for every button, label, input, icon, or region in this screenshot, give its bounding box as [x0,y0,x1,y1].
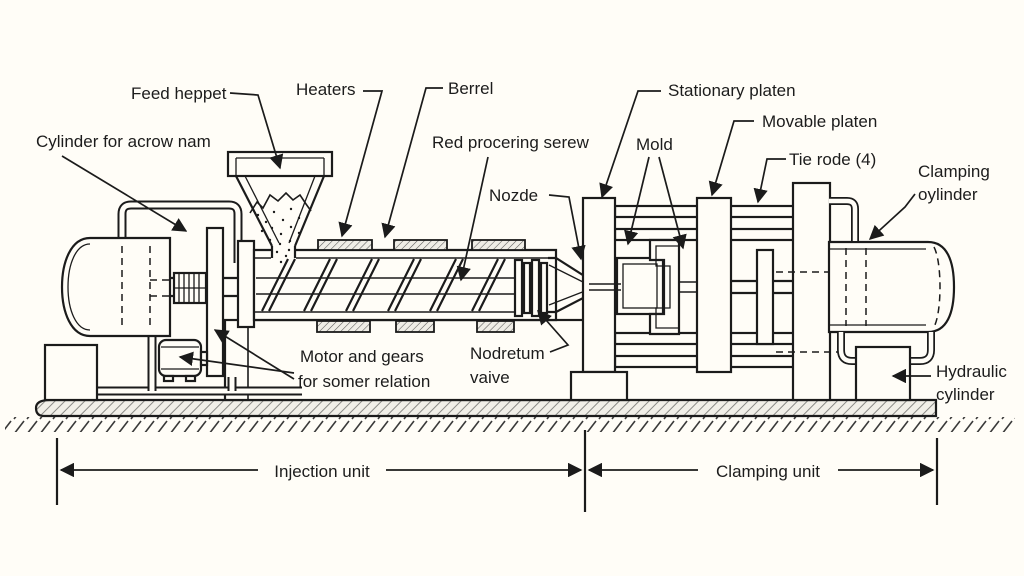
label-injection-unit: Injection unit [274,462,370,481]
label-nozzle: Nozde [489,186,538,205]
leader-lines [61,87,931,384]
hydraulic-cylinder-drawing [854,345,912,402]
leader-motor [178,351,295,374]
feed-hopper-drawing [226,150,334,264]
mold-drawing [615,238,697,336]
leader-barrel [381,87,443,239]
label-clamping-unit: Clamping unit [716,462,820,481]
leader-tie-rods [753,158,786,204]
labels: Cylinder for acrow nam Feed heppet Heate… [36,79,1007,481]
label-cylinder-ram: Cylinder for acrow nam [36,132,211,151]
stationary-platen-drawing [581,196,617,374]
pump-base-block [43,343,99,402]
label-hydraulic-cylinder-2: cylinder [936,385,995,404]
screw-flights [261,258,506,312]
clamping-unit-drawing [569,181,956,402]
label-nonreturn-valve-1: Nodretum [470,344,545,363]
leader-mold-b [658,156,687,250]
label-barrel: Berrel [448,79,493,98]
leader-stationary-platen [599,90,661,199]
barrel-drawing [236,239,591,333]
leader-heaters [338,90,384,238]
label-clamping-cylinder-2: oylinder [918,185,978,204]
gear-plate [205,226,225,378]
label-clamping-cylinder-1: Clamping [918,162,990,181]
clamping-cylinder-drawing [827,240,956,334]
nonreturn-valve-drawing [513,258,549,318]
dimension-lines [55,430,939,512]
pellet-pile-outline [249,191,312,214]
end-plate-drawing [791,181,832,402]
hydraulic-piping-left [92,200,302,396]
stationary-platen-foot [569,370,629,402]
sprue-lines [589,283,621,291]
leader-gears [213,329,295,380]
label-motor-gears-2: for somer relation [298,372,430,391]
leader-cylinder-ram [61,155,188,232]
label-heaters: Heaters [296,80,356,99]
leader-mold-a [624,156,650,246]
leader-movable-platen [708,120,754,197]
label-reciprocating-screw: Red procering serew [432,133,590,152]
movable-platen-drawing [695,196,733,374]
label-mold: Mold [636,135,673,154]
label-feed-hopper: Feed heppet [131,84,227,103]
label-stationary-platen: Stationary platen [668,81,796,100]
label-tie-rods: Tie rode (4) [789,150,876,169]
leader-nozzle [548,194,586,261]
heater-bands [316,239,526,333]
label-nonreturn-valve-2: vaive [470,368,510,387]
leader-screw [456,156,489,282]
leader-nonreturn-valve [537,309,570,353]
injection-cylinder-drawing [60,236,172,338]
pellet-dots [256,207,301,264]
label-motor-gears-1: Motor and gears [300,347,424,366]
label-hydraulic-cylinder-1: Hydraulic [936,362,1007,381]
label-movable-platen: Movable platen [762,112,877,131]
leader-feed-hopper [229,92,284,170]
ground-hatch [5,417,1015,432]
clamp-piston-rod [731,248,795,346]
machine-bed [5,398,1015,432]
leader-clamping-cylinder [868,193,916,240]
